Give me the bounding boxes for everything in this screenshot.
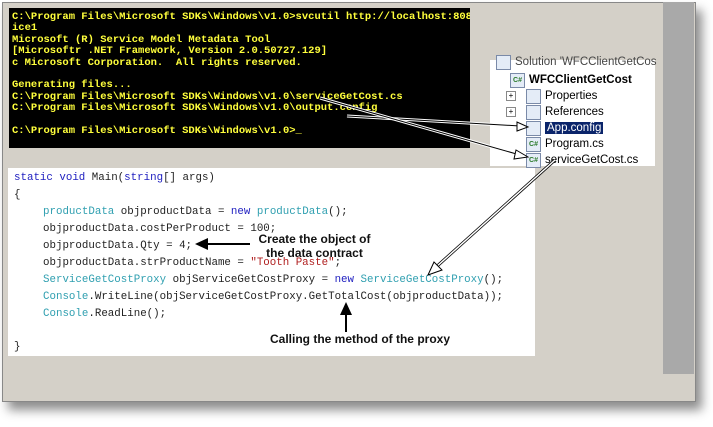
arrow-servicegetcost [319,96,530,160]
type-name: Console [43,308,89,320]
background-strip [663,2,694,374]
code-text: .ReadLine(); [88,308,167,320]
arrow-calling-method [340,302,352,332]
tree-label: Solution 'WFCClientGetCos [515,56,657,68]
tree-item-references[interactable]: + References [506,104,604,120]
csharp-file-icon: C# [526,152,541,168]
code-line: } [14,341,21,353]
solution-icon [496,54,511,70]
console-line: C:\Program Files\Microsoft SDKs\Windows\… [12,125,302,138]
csharp-file-icon: C# [526,136,541,152]
code-line: ServiceGetCostProxy objServiceGetCostPro… [43,274,503,286]
code-editor: static void Main(string[] args) { produc… [8,168,535,356]
console-line: c Microsoft Corporation. All rights rese… [12,56,302,69]
tree-label: WFCClientGetCost [529,74,632,86]
code-text: .WriteLine(objServiceGetCostProxy.GetTot… [88,291,504,303]
code-line: static void Main(string[] args) [14,172,215,184]
code-text: objproductData.strProductName = [43,257,251,269]
expand-icon[interactable]: + [506,107,516,117]
tree-project[interactable]: C# WFCClientGetCost [510,72,632,88]
code-line: objproductData.Qty = 4; [43,240,193,252]
arrow-create-object [195,238,250,250]
annotation-calling-method: Calling the method of the proxy [269,332,450,346]
keyword: new [334,274,355,286]
tree-label: Properties [545,90,598,102]
keyword: string [124,172,164,184]
console-line: C:\Program Files\Microsoft SDKs\Windows\… [12,11,470,23]
tree-item-program-cs[interactable]: C# Program.cs [526,136,604,152]
annotation-create-object: Create the object of the data contract [258,232,371,260]
tree-label: References [545,106,604,118]
expand-icon[interactable]: + [506,91,516,101]
references-folder-icon [526,104,541,120]
tree-label: Program.cs [545,138,604,150]
csharp-project-icon: C# [510,72,525,88]
string-literal: "Tooth Paste" [250,257,335,269]
code-text: (); [328,206,348,218]
tree-item-servicegetcost-cs[interactable]: C# serviceGetCost.cs [526,152,638,168]
solution-explorer: Solution 'WFCClientGetCos C# WFCClientGet… [490,54,657,168]
code-text: Main( [85,172,125,184]
tree-solution[interactable]: Solution 'WFCClientGetCos [496,54,657,70]
properties-icon [526,88,541,104]
code-text: objServiceGetCostProxy = [166,274,335,286]
code-text: ; [334,257,342,269]
console-line: [Microsoftr .NET Framework, Version 2.0.… [12,45,328,58]
code-text: [] args) [163,172,215,184]
keyword: new [230,206,251,218]
code-line: productData objproductData = new product… [43,206,348,218]
code-text: objproductData = [114,206,231,218]
console-line: Microsoft (R) Service Model Metadata Too… [12,33,271,46]
type-name: Console [43,291,89,303]
code-line: { [14,189,21,201]
type-name: ServiceGetCostProxy [354,274,484,286]
code-line: Console.WriteLine(objServiceGetCostProxy… [43,291,503,303]
console-line: ice1 [12,22,38,35]
command-prompt: C:\Program Files\Microsoft SDKs\Windows\… [9,8,470,148]
type-name: ServiceGetCostProxy [43,274,167,286]
console-line: C:\Program Files\Microsoft SDKs\Windows\… [12,102,378,115]
arrow-proxy-class [427,158,557,276]
tree-label: serviceGetCost.cs [545,154,639,166]
code-text: (); [483,274,504,286]
type-name: productData [250,206,329,218]
code-line: objproductData.strProductName = "Tooth P… [43,257,341,269]
console-line: Generating files... [12,79,132,92]
tree-item-properties[interactable]: + Properties [506,88,597,104]
arrow-output-config [346,114,530,132]
code-line: objproductData.costPerProduct = 100; [43,223,277,235]
tree-label: App.config [545,122,604,134]
console-line: C:\Program Files\Microsoft SDKs\Windows\… [12,90,403,103]
tree-item-app-config[interactable]: App.config [526,120,604,136]
code-line: Console.ReadLine(); [43,308,166,320]
keyword: static void [14,172,86,184]
type-name: productData [43,206,115,218]
